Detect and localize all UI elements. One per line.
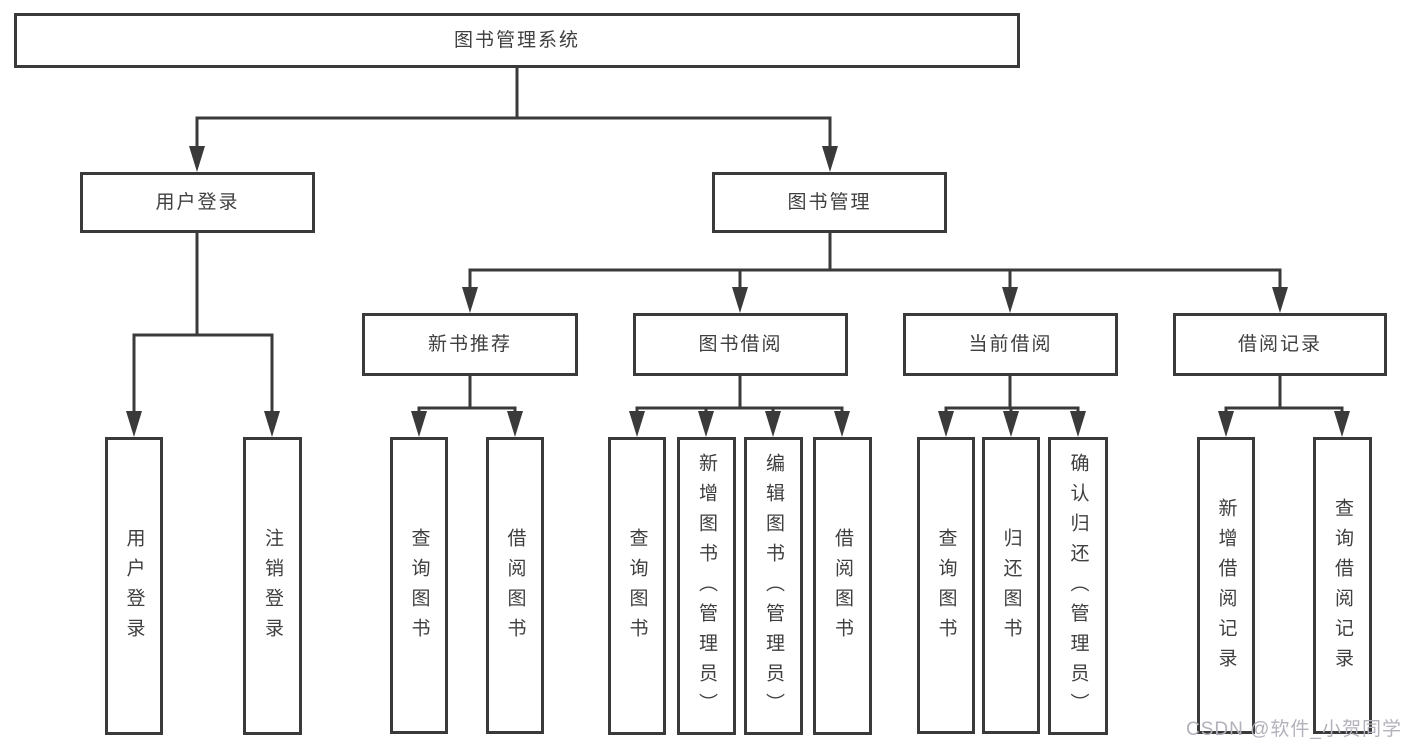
leaf-confirm-return-admin: 确认归还（管理员） xyxy=(1048,437,1108,735)
watermark: CSDN @软件_小贺同学 xyxy=(1186,719,1402,740)
leaf-add-book-admin: 新增图书（管理员） xyxy=(677,437,736,735)
node-book-borrow: 图书借阅 xyxy=(633,313,848,376)
leaf-borrow-book-1: 借阅图书 xyxy=(486,437,544,734)
node-user-login: 用户登录 xyxy=(80,172,315,233)
leaf-return-book: 归还图书 xyxy=(982,437,1040,734)
leaf-edit-book-admin: 编辑图书（管理员） xyxy=(744,437,803,735)
arrowheads xyxy=(126,146,1350,437)
node-borrow-records: 借阅记录 xyxy=(1173,313,1387,376)
node-new-book-recommend: 新书推荐 xyxy=(362,313,578,376)
node-current-borrow: 当前借阅 xyxy=(903,313,1118,376)
leaf-query-book-2: 查询图书 xyxy=(608,437,666,735)
node-book-management: 图书管理 xyxy=(712,172,947,233)
leaf-query-book-3: 查询图书 xyxy=(917,437,975,734)
leaf-add-borrow-record: 新增借阅记录 xyxy=(1197,437,1255,734)
leaf-query-borrow-record: 查询借阅记录 xyxy=(1313,437,1372,734)
leaf-query-book-1: 查询图书 xyxy=(390,437,448,734)
leaf-borrow-book-2: 借阅图书 xyxy=(813,437,872,735)
leaf-user-login: 用户登录 xyxy=(105,437,163,735)
node-root: 图书管理系统 xyxy=(14,13,1020,68)
leaf-logout: 注销登录 xyxy=(243,437,302,735)
